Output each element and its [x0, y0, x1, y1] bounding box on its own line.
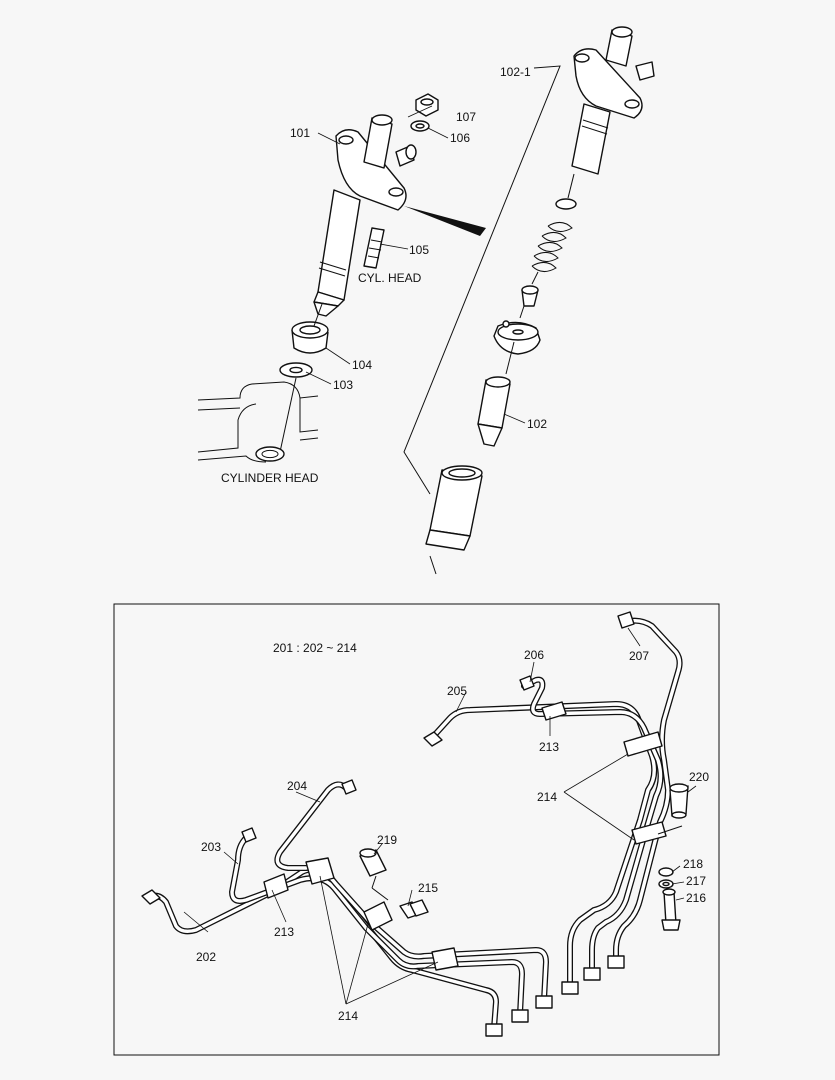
pointer-wedge: [404, 206, 486, 236]
callout-107: 107: [456, 110, 476, 124]
callout-213-left: 213: [274, 925, 294, 939]
callout-101: 101: [290, 126, 310, 140]
pipe-set-frame: [113, 603, 720, 1056]
lower-leaders: [183, 627, 697, 1005]
washer-218: [658, 867, 674, 877]
callout-218: 218: [683, 857, 703, 871]
sleeve-220: [669, 783, 689, 819]
callout-213-right: 213: [539, 740, 559, 754]
note-cylinder-head: CYLINDER HEAD: [221, 471, 319, 485]
bracket-line: [403, 65, 561, 495]
callout-214-left: 214: [338, 1009, 358, 1023]
callout-214-right: 214: [537, 790, 557, 804]
axis-line: [657, 825, 683, 835]
callout-206: 206: [524, 648, 544, 662]
cylinder-head-sketch: [197, 381, 319, 463]
axis-line: [371, 875, 377, 889]
callout-204: 204: [287, 779, 307, 793]
callout-217: 217: [686, 874, 706, 888]
callout-203: 203: [201, 840, 221, 854]
callout-205: 205: [447, 684, 467, 698]
washer-217: [658, 879, 674, 889]
callout-216: 216: [686, 891, 706, 905]
callout-215: 215: [418, 881, 438, 895]
callout-106: 106: [450, 131, 470, 145]
callout-220: 220: [689, 770, 709, 784]
nut-107: [415, 93, 439, 117]
bolt-216: [661, 888, 681, 931]
injection-pipes: [145, 617, 683, 1031]
pipe-clamps: [263, 701, 667, 971]
callout-102-1: 102-1: [500, 65, 531, 79]
callout-202: 202: [196, 950, 216, 964]
bracket-line: [429, 555, 437, 575]
axis-line: [313, 303, 323, 327]
washer-103: [279, 362, 313, 378]
pipe-end-fittings: [141, 611, 635, 1037]
sleeve-219: [359, 848, 387, 877]
callout-103: 103: [333, 378, 353, 392]
injector-assembly-101: [313, 114, 417, 317]
seal-104: [291, 321, 329, 354]
assembly-note: 201 : 202 ~ 214: [273, 641, 357, 655]
injector-exploded-102-1: [425, 26, 655, 551]
callout-207: 207: [629, 649, 649, 663]
bolt-215: [399, 899, 429, 919]
note-cyl-head: CYL. HEAD: [358, 271, 422, 285]
axis-line: [371, 887, 389, 901]
callout-219: 219: [377, 833, 397, 847]
callout-102: 102: [527, 417, 547, 431]
callout-104: 104: [352, 358, 372, 372]
upper-leaders: [305, 105, 526, 424]
callout-105: 105: [409, 243, 429, 257]
stud-105: [363, 227, 385, 269]
axis-line: [279, 377, 297, 453]
washer-106: [410, 120, 430, 132]
